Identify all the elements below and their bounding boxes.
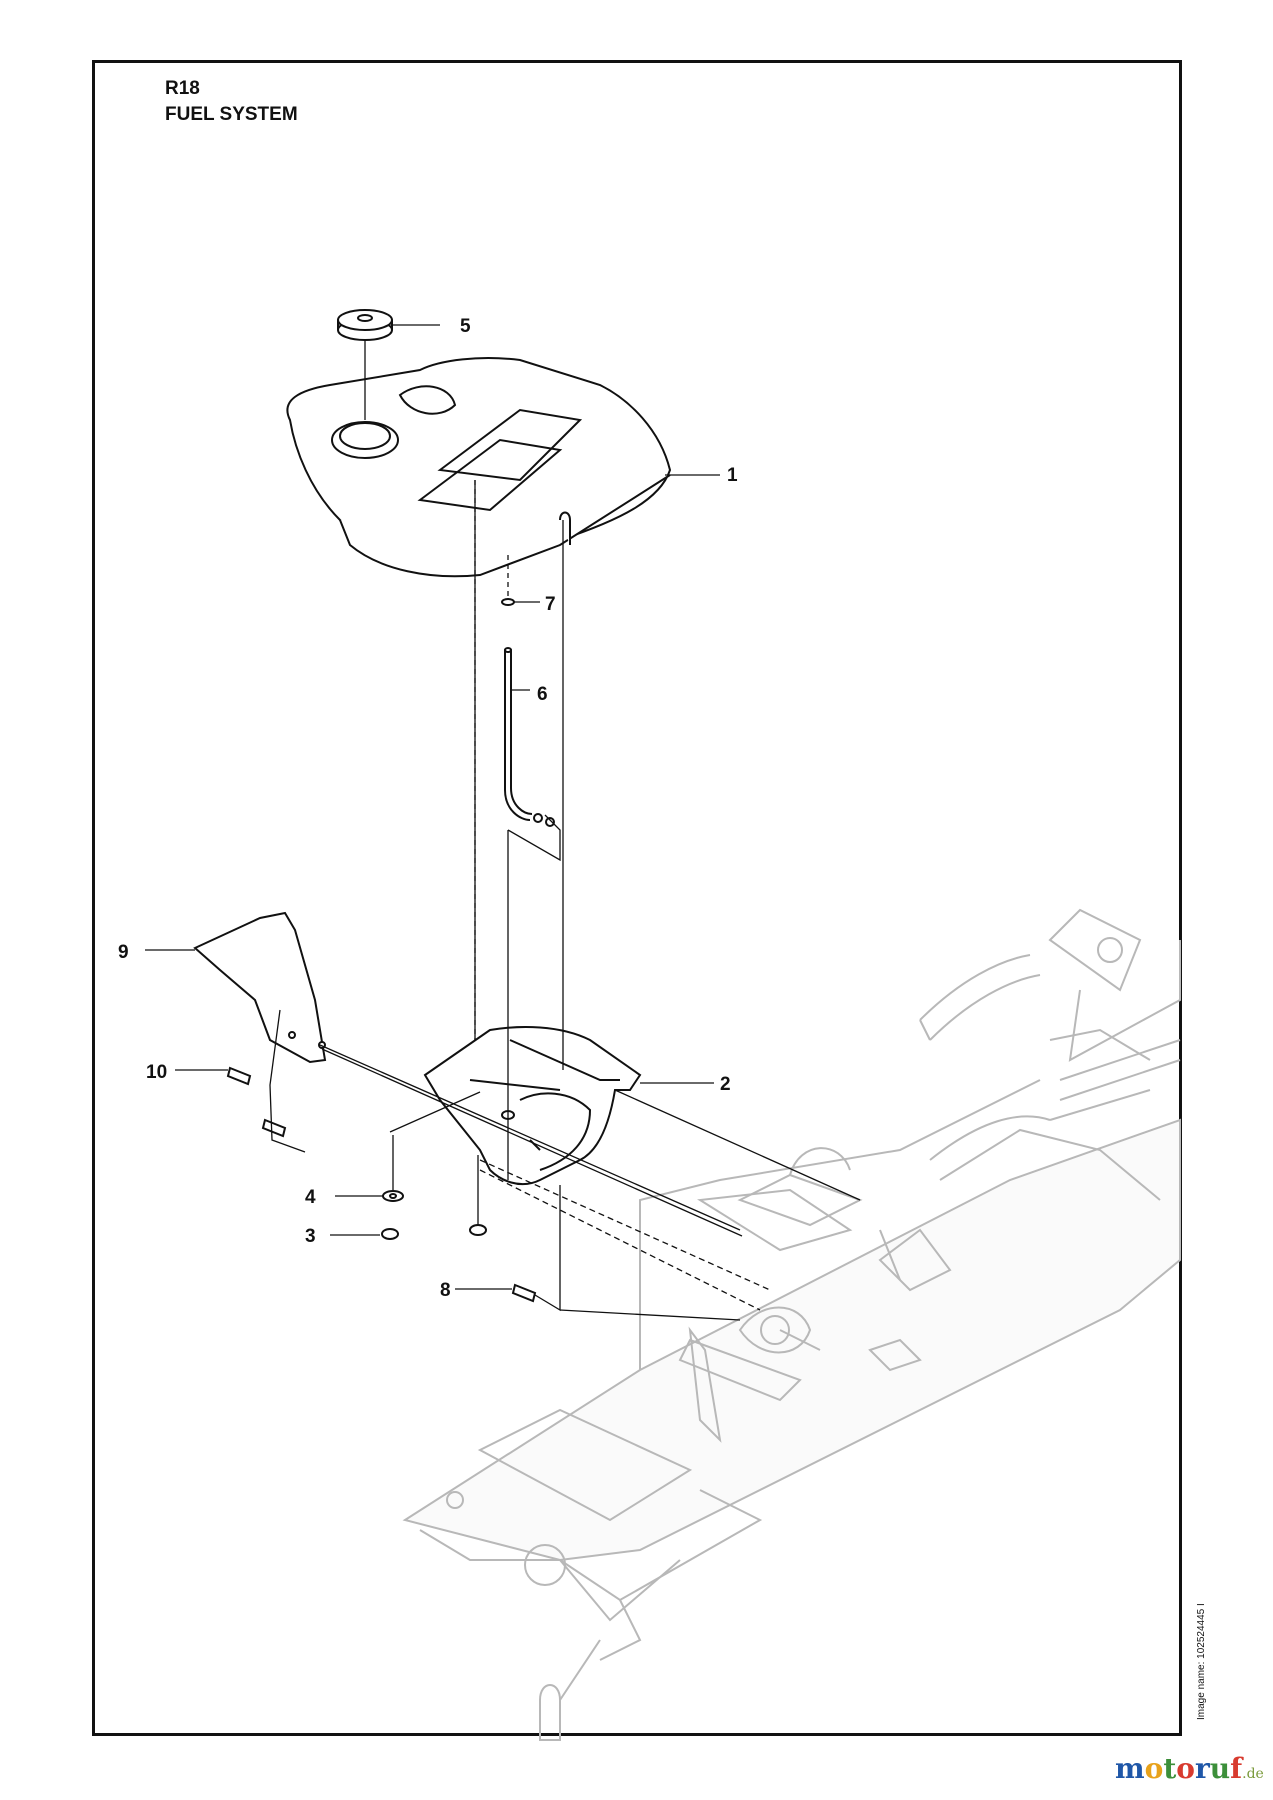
watermark-letter: f	[1230, 1752, 1243, 1785]
watermark-logo: motoruf.de	[1115, 1752, 1264, 1785]
watermark-letter: t	[1163, 1752, 1177, 1785]
callout-2: 2	[720, 1074, 731, 1095]
watermark-suffix: .de	[1242, 1766, 1264, 1782]
diagram-title: R18 FUEL SYSTEM	[165, 76, 298, 128]
callout-5: 5	[460, 316, 471, 337]
callout-10: 10	[146, 1062, 167, 1083]
fuel-tank-part	[286, 357, 672, 578]
watermark-letter: o	[1144, 1752, 1164, 1785]
tank-bracket-part	[423, 1026, 642, 1186]
watermark-letter: r	[1194, 1752, 1210, 1785]
callout-9: 9	[118, 942, 129, 963]
fasteners	[226, 1066, 537, 1303]
model-code: R18	[165, 78, 200, 99]
callout-7: 7	[545, 594, 556, 615]
callout-4: 4	[305, 1187, 316, 1208]
chassis-frame-drawing	[402, 908, 1181, 1741]
watermark-letter: m	[1115, 1752, 1145, 1785]
watermark-letters: motoruf	[1115, 1752, 1242, 1785]
watermark-letter: u	[1209, 1752, 1231, 1785]
hose-and-clamp-part	[501, 598, 555, 827]
image-name-label: Image name: 102524445 I	[1196, 1603, 1207, 1720]
callout-6: 6	[537, 684, 548, 705]
callout-1: 1	[727, 465, 738, 486]
callout-8: 8	[440, 1280, 451, 1301]
callout-labels: 5 1 7 6 9 10 2 4 3 8	[118, 316, 738, 1301]
watermark-letter: o	[1176, 1752, 1195, 1785]
heat-shield-part	[193, 911, 327, 1064]
fuel-cap-part	[337, 309, 393, 341]
section-title: FUEL SYSTEM	[165, 104, 298, 125]
drawing-frame	[92, 60, 1182, 1736]
callout-3: 3	[305, 1226, 316, 1247]
assembly-lines	[145, 324, 861, 1321]
